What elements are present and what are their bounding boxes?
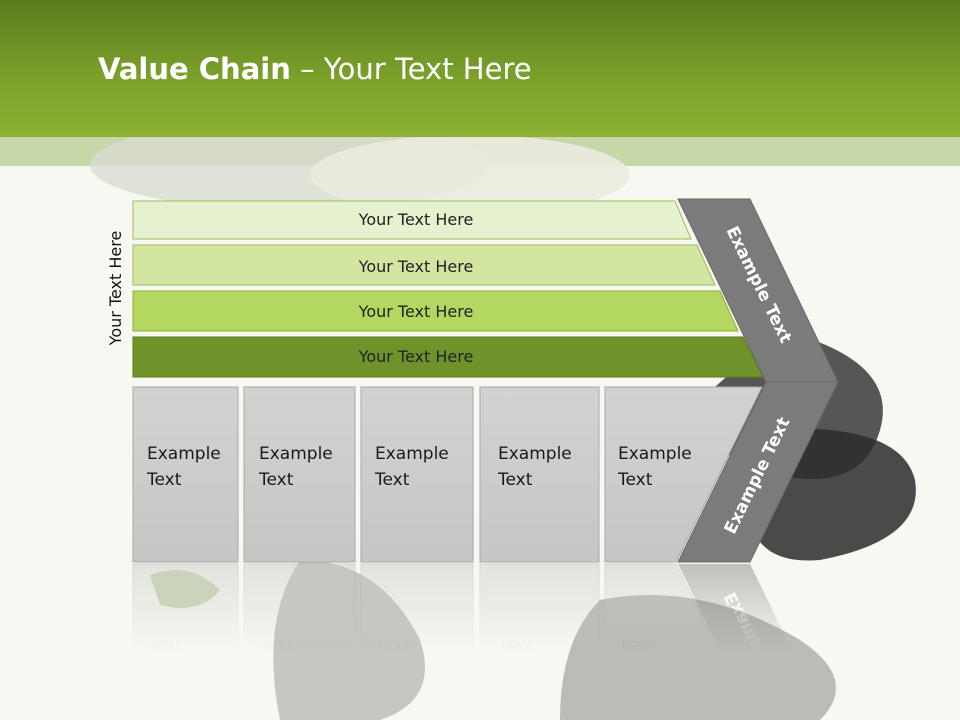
primary-cell-4-line2: Text	[497, 470, 533, 490]
primary-cell-3-line1: Example	[375, 444, 449, 464]
support-row-3-label: Your Text Here	[358, 302, 474, 321]
primary-cell-1-line2: Text	[146, 470, 182, 490]
reflection-cell-3-line1: Example	[375, 662, 449, 682]
primary-cell-4-line1: Example	[498, 444, 572, 464]
margin-arrow-lower	[677, 381, 839, 563]
support-row-2: Your Text Here	[132, 244, 716, 286]
primary-cell-2-shape	[243, 386, 356, 563]
support-row-4: Your Text Here	[132, 336, 764, 378]
primary-cell-5-line2: Text	[617, 470, 653, 490]
primary-cell-5-shape	[604, 386, 763, 563]
reflection-cell-4-line1: Example	[498, 662, 572, 682]
reflection-cell-1	[132, 563, 239, 720]
primary-cell-3-shape	[360, 386, 474, 563]
reflection-cell-1-line2: Text	[146, 636, 182, 656]
reflection-cell-4-line2: Text	[497, 636, 533, 656]
primary-cell-4: Example Text	[479, 386, 600, 563]
reflection-cell-2-line1: Example	[259, 662, 333, 682]
support-row-4-label: Your Text Here	[358, 347, 474, 366]
margin-arrow: Example Text Example Text	[677, 198, 839, 563]
primary-cell-2-line1: Example	[259, 444, 333, 464]
primary-cell-2: Example Text	[243, 386, 356, 563]
side-label: Your Text Here	[106, 231, 125, 347]
support-row-1-label: Your Text Here	[358, 210, 474, 229]
support-row-2-label: Your Text Here	[358, 257, 474, 276]
support-row-4-shape	[132, 336, 764, 378]
reflection-cell-4	[479, 563, 600, 720]
support-row-2-shape	[132, 244, 716, 286]
reflection-cell-5	[604, 563, 754, 720]
primary-cell-1-line1: Example	[147, 444, 221, 464]
reflection-cell-5-line2: Text	[617, 636, 653, 656]
reflection-cell-1-line1: Example	[147, 662, 221, 682]
reflection-cell-3-line2: Text	[374, 636, 410, 656]
diagram-reflection: Example Text Example Text Example Text E…	[132, 563, 827, 720]
reflection-cell-2-line2: Text	[258, 636, 294, 656]
primary-cell-1-shape	[132, 386, 239, 563]
primary-cell-3-line2: Text	[374, 470, 410, 490]
support-row-1: Your Text Here	[132, 200, 692, 240]
reflection-cell-2	[243, 563, 356, 720]
header-band	[0, 0, 960, 137]
reflection-arrow	[678, 564, 827, 720]
support-row-3: Your Text Here	[132, 290, 739, 332]
primary-cell-3: Example Text	[360, 386, 474, 563]
support-row-3-shape	[132, 290, 739, 332]
title-bold: Value Chain	[98, 52, 291, 86]
primary-cell-5: Example Text	[604, 386, 763, 563]
primary-cell-2-line2: Text	[258, 470, 294, 490]
reflection-cell-5-line1: Example	[618, 662, 692, 682]
page-title: Value Chain – Your Text Here	[98, 52, 532, 86]
primary-cell-5-line1: Example	[618, 444, 692, 464]
primary-cell-4-shape	[479, 386, 600, 563]
title-rest: – Your Text Here	[290, 52, 532, 86]
reflection-cell-3	[360, 563, 474, 720]
support-row-1-shape	[132, 200, 692, 240]
primary-cell-1: Example Text	[132, 386, 239, 563]
